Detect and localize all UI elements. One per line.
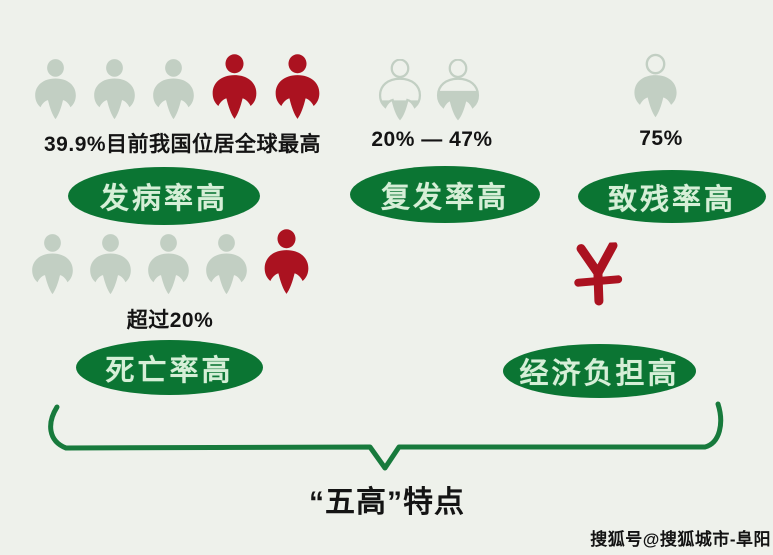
label-disability: 致残率高	[578, 170, 766, 223]
person-icon	[35, 59, 76, 120]
person-icon	[634, 53, 677, 118]
stat-mortality: 超过20%	[126, 309, 214, 332]
person-icon	[378, 59, 422, 121]
label-recurrence: 复发率高	[350, 166, 540, 223]
person-icon	[90, 234, 131, 295]
person-icon	[148, 234, 189, 295]
person-icon	[436, 59, 480, 121]
person-icon	[264, 229, 309, 294]
person-icon	[275, 54, 320, 119]
stat-disability: 75%	[639, 127, 683, 150]
person-icon	[153, 59, 194, 120]
person-icons-incidence	[29, 54, 326, 121]
person-icons-mortality	[26, 229, 315, 296]
person-icon	[212, 54, 257, 119]
watermark: 搜狐号@搜狐城市-阜阳	[590, 530, 771, 549]
stat-incidence: 39.9%目前我国位居全球最高	[44, 133, 322, 156]
label-mortality: 死亡率高	[76, 340, 263, 395]
person-icon	[32, 234, 73, 295]
label-economic: 经济负担高	[503, 344, 696, 398]
yuan-icon	[574, 242, 623, 306]
person-icons-recurrence	[374, 59, 484, 121]
person-icons-disability	[628, 53, 683, 121]
stat-recurrence: 20% — 47%	[371, 128, 493, 151]
page-title: “五高”特点	[309, 486, 465, 519]
person-icon	[206, 234, 247, 295]
label-incidence: 发病率高	[68, 167, 260, 225]
brace-icon	[48, 401, 724, 471]
person-icon	[94, 59, 135, 120]
